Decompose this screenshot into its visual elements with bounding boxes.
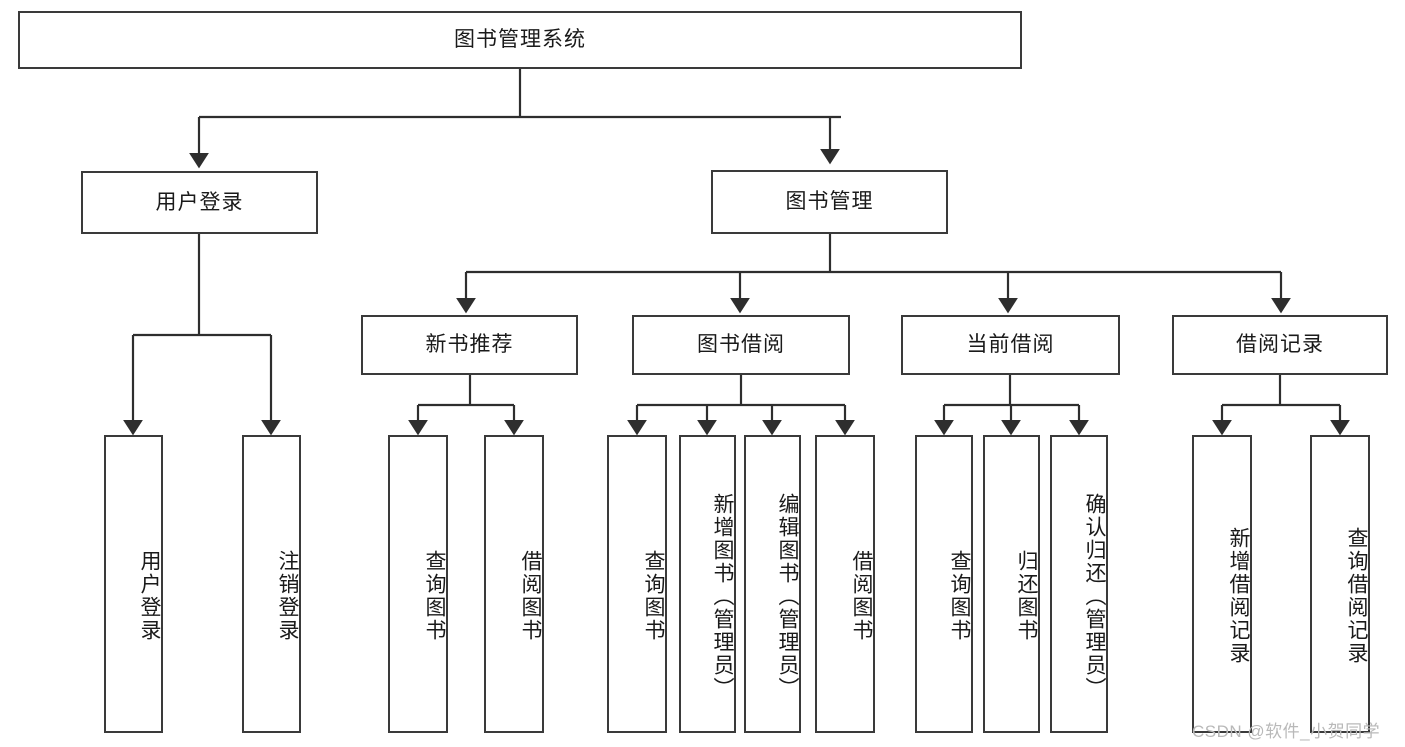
leaf-new-book-borrow[interactable]: 借阅图书 [484,435,544,733]
node-book-borrow[interactable]: 图书借阅 [632,315,850,375]
node-current-borrow[interactable]: 当前借阅 [901,315,1120,375]
leaf-book-borrow-edit[interactable]: 编辑图书（管理员） [744,435,801,733]
node-book-management[interactable]: 图书管理 [711,170,948,234]
leaf-label: 用户登录 [138,550,161,642]
leaf-label: 查询图书 [948,550,971,642]
csdn-watermark: CSDN @软件_小贺同学 [1192,722,1381,741]
leaf-current-borrow-return[interactable]: 归还图书 [983,435,1040,733]
leaf-book-borrow-query[interactable]: 查询图书 [607,435,667,733]
node-user-login[interactable]: 用户登录 [81,171,318,234]
leaf-label: 编辑图书（管理员） [776,492,799,700]
node-root-system[interactable]: 图书管理系统 [18,11,1022,69]
leaf-current-borrow-confirm[interactable]: 确认归还（管理员） [1050,435,1108,733]
leaf-book-borrow-borrow[interactable]: 借阅图书 [815,435,875,733]
leaf-label: 确认归还（管理员） [1083,492,1106,700]
leaf-label: 查询图书 [642,550,665,642]
leaf-label: 注销登录 [276,550,299,642]
leaf-label: 借阅图书 [850,550,873,642]
leaf-label: 查询借阅记录 [1345,527,1368,665]
leaf-label: 归还图书 [1015,550,1038,642]
leaf-borrow-record-query[interactable]: 查询借阅记录 [1310,435,1370,733]
leaf-user-login-logout[interactable]: 注销登录 [242,435,301,733]
node-new-book-recommend[interactable]: 新书推荐 [361,315,578,375]
leaf-label: 新增借阅记录 [1227,527,1250,665]
leaf-label: 查询图书 [423,550,446,642]
leaf-book-borrow-add[interactable]: 新增图书（管理员） [679,435,736,733]
node-borrow-record[interactable]: 借阅记录 [1172,315,1388,375]
leaf-new-book-query[interactable]: 查询图书 [388,435,448,733]
leaf-user-login-login[interactable]: 用户登录 [104,435,163,733]
leaf-label: 借阅图书 [519,550,542,642]
leaf-borrow-record-add[interactable]: 新增借阅记录 [1192,435,1252,733]
leaf-current-borrow-query[interactable]: 查询图书 [915,435,973,733]
leaf-label: 新增图书（管理员） [711,492,734,700]
